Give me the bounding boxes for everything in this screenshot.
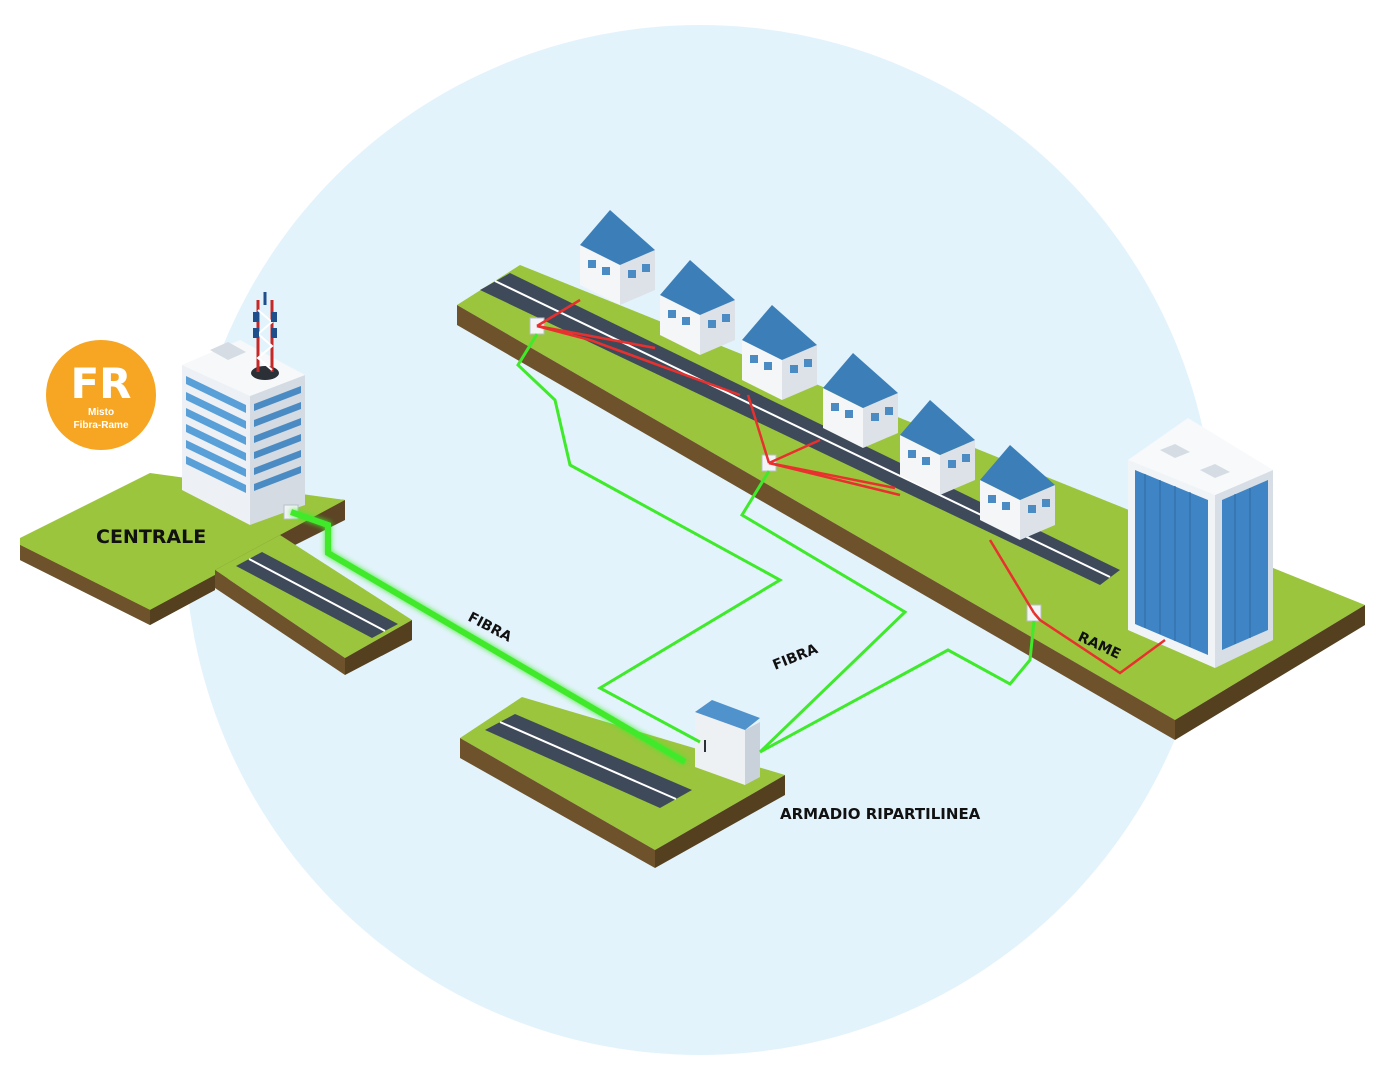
house-icon [742,305,817,400]
street-cabinet-icon [695,700,760,785]
house-icon [823,353,898,448]
badge-code: FR [70,359,131,408]
centrale-road-platform [215,535,412,675]
copper-lines [536,298,1166,675]
label-centrale: CENTRALE [96,526,206,548]
fr-badge: FR Misto Fibra-Rame [46,340,156,450]
house-icon [660,260,735,355]
house-icon [900,400,975,495]
antenna-icon [253,292,277,372]
office-tower-icon [1128,418,1273,668]
house-icon [580,210,655,305]
background-circle [185,25,1215,1055]
house-icon [980,445,1055,540]
badge-line-1: Misto [88,407,114,418]
badge-line-2: Fibra-Rame [73,420,128,431]
badge-circle [46,340,156,450]
label-armadio: ARMADIO RIPARTILINEA [780,805,981,823]
fiber-lines [290,333,1036,765]
central-office-building [182,340,305,525]
armadio-platform [460,697,785,868]
